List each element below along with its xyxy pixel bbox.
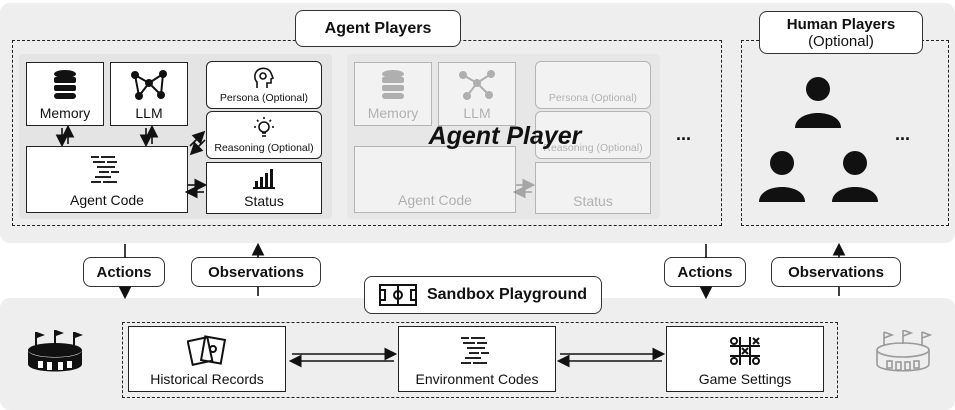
agent-panel-faded: Memory LLM Persona (Optional) Reasoning …	[347, 54, 660, 219]
bar-chart-icon	[253, 169, 275, 189]
historical-records-label: Historical Records	[150, 371, 264, 387]
agent-code-label: Agent Code	[70, 192, 144, 208]
environment-codes-label: Environment Codes	[415, 371, 539, 387]
status-label-faded: Status	[573, 193, 613, 209]
memory-module-faded: Memory	[354, 62, 432, 126]
historical-records-module: Historical Records	[128, 326, 286, 392]
status-module: Status	[206, 162, 322, 214]
sandbox-region	[122, 322, 838, 398]
human-ellipsis: ...	[895, 124, 911, 144]
sandbox-title-text: Sandbox Playground	[426, 286, 587, 303]
agent-code-label-faded: Agent Code	[398, 192, 472, 208]
database-icon	[54, 70, 76, 99]
actions-label-right: Actions	[664, 257, 746, 287]
reasoning-module: Reasoning (Optional)	[206, 111, 322, 159]
head-gear-icon	[254, 67, 275, 88]
stadium-icon	[876, 330, 932, 372]
agent-player-overlay-label: Agent Player	[428, 122, 582, 150]
faded-panel-bg	[347, 54, 660, 219]
reasoning-label: Reasoning (Optional)	[214, 142, 314, 154]
stadium-icon	[28, 330, 83, 372]
lightbulb-icon	[254, 117, 274, 137]
code-lines-icon	[461, 337, 489, 364]
human-player-icon	[759, 151, 805, 202]
photos-icon	[187, 335, 227, 367]
human-player-icon	[795, 77, 841, 128]
tic-tac-toe-icon	[730, 337, 760, 365]
human-players-optional: (Optional)	[808, 32, 874, 50]
status-module-faded: Status	[535, 162, 651, 214]
game-settings-label: Game Settings	[698, 371, 792, 387]
agent-code-module: Agent Code	[26, 146, 188, 213]
reasoning-label-faded: Reasoning (Optional)	[543, 142, 643, 154]
agent-players-title: Agent Players	[295, 10, 461, 47]
persona-module: Persona (Optional)	[206, 61, 322, 109]
memory-label-faded: Memory	[367, 105, 419, 121]
llm-label: LLM	[135, 105, 163, 121]
environment-codes-module: Environment Codes	[398, 326, 556, 392]
human-players-title-text: Human Players	[786, 15, 896, 33]
sandbox-title: Sandbox Playground	[364, 276, 602, 314]
network-graph-icon	[459, 70, 495, 100]
agent-ellipsis: ...	[676, 124, 692, 144]
game-settings-module: Game Settings	[666, 326, 824, 392]
memory-label: Memory	[39, 105, 91, 121]
code-lines-icon	[91, 156, 119, 183]
persona-module-faded: Persona (Optional)	[535, 61, 651, 109]
human-player-icon	[832, 151, 878, 202]
observations-label-left: Observations	[191, 257, 321, 287]
soccer-field-icon	[378, 284, 417, 306]
observations-label-right: Observations	[771, 257, 901, 287]
status-label: Status	[244, 193, 284, 209]
agent-code-module-faded: Agent Code	[354, 146, 516, 213]
network-graph-icon	[131, 70, 167, 100]
llm-label-faded: LLM	[463, 105, 491, 121]
llm-module-faded: LLM	[438, 62, 516, 126]
database-icon	[382, 70, 404, 99]
reasoning-module-faded: Reasoning (Optional)	[535, 111, 651, 159]
human-players-title: Human Players (Optional)	[759, 11, 923, 54]
persona-label-faded: Persona (Optional)	[548, 92, 638, 104]
actions-label-left: Actions	[83, 257, 165, 287]
persona-label: Persona (Optional)	[219, 92, 309, 104]
